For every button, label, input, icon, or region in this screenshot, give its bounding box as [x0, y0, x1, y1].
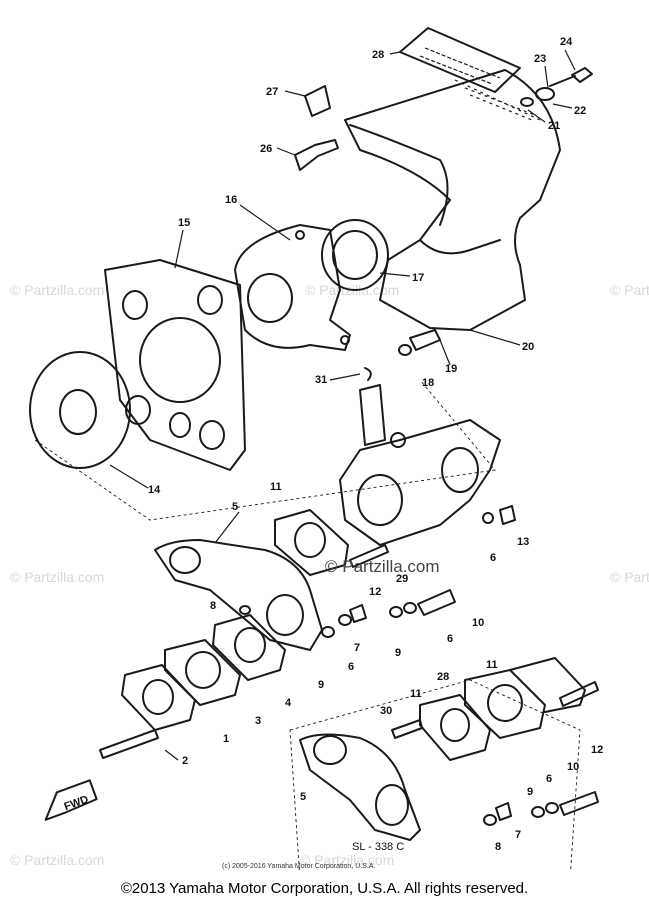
- watermark: © Partzilla.com: [10, 569, 104, 585]
- callout-24: 24: [560, 36, 573, 48]
- callout-30: 30: [380, 705, 392, 717]
- callout-17: 17: [412, 272, 424, 284]
- bracket-part-27: [284, 85, 331, 117]
- callout-31: 31: [315, 374, 327, 386]
- callout-26: 26: [260, 143, 272, 155]
- callout-3: 3: [255, 715, 261, 727]
- callout-21: 21: [548, 120, 560, 132]
- callout-14: 14: [148, 484, 161, 496]
- callout-11: 11: [270, 481, 282, 493]
- gasket-part-1: [121, 664, 196, 731]
- callout-9: 9: [395, 647, 401, 659]
- stud-part-2: [99, 729, 179, 761]
- intake-manifold-part-5: [154, 511, 323, 651]
- callout-22: 22: [574, 105, 586, 117]
- callout-28b: 28: [437, 671, 449, 683]
- callout-6: 6: [490, 552, 496, 564]
- watermark: © Partzilla.com: [610, 282, 649, 298]
- callout-9b: 9: [318, 679, 324, 691]
- center-watermark: © Partzilla.com: [325, 557, 440, 576]
- small-copyright: (c) 2005-2016 Yamaha Motor Corporation, …: [222, 863, 375, 870]
- callout-28: 28: [372, 49, 384, 61]
- callout-11c: 11: [410, 688, 422, 700]
- callout-5b: 5: [300, 791, 306, 803]
- callout-13: 13: [517, 536, 529, 548]
- callout-12: 12: [369, 586, 381, 598]
- callout-18: 18: [422, 377, 434, 389]
- airbox-cover-part-20: [344, 69, 561, 346]
- callout-7: 7: [354, 642, 360, 654]
- fwd-label: FWD: [63, 793, 91, 813]
- callout-6d: 6: [546, 773, 552, 785]
- carburetor-assembly: [329, 367, 501, 546]
- callout-5: 5: [232, 501, 238, 513]
- callout-10: 10: [472, 617, 484, 629]
- callout-9c: 9: [527, 786, 533, 798]
- gasket-part-17: [321, 219, 411, 291]
- callout-6c: 6: [348, 661, 354, 673]
- clip-part-26: [276, 139, 339, 171]
- callout-1: 1: [223, 733, 229, 745]
- decal-label-part-28: [389, 27, 521, 93]
- washers-stack: [239, 589, 456, 638]
- copyright-footer: ©2013 Yamaha Motor Corporation, U.S.A. A…: [120, 880, 529, 897]
- watermark: © Partzilla.com: [10, 282, 104, 298]
- reed-block-part-15: [104, 229, 246, 471]
- callout-20: 20: [522, 341, 534, 353]
- callout-2: 2: [182, 755, 188, 767]
- callout-8b: 8: [495, 841, 501, 853]
- gasket-part-11: [274, 509, 349, 576]
- plate-part-14: [29, 351, 496, 521]
- spacer-part-3: [164, 639, 241, 706]
- callout-8: 8: [210, 600, 216, 612]
- callout-27: 27: [266, 86, 278, 98]
- callout-19: 19: [445, 363, 457, 375]
- callout-layer: 28 24 23 22 21 27 26 16 15 17 20 19 31 1…: [148, 36, 603, 853]
- callout-4: 4: [285, 697, 292, 709]
- gasket-part-4: [212, 614, 286, 681]
- watermark: © Partzilla.com: [610, 569, 649, 585]
- callout-15: 15: [178, 217, 190, 229]
- callout-7b: 7: [515, 829, 521, 841]
- callout-16: 16: [225, 194, 237, 206]
- callout-10b: 10: [567, 761, 579, 773]
- bolt-part-19: [398, 329, 451, 366]
- small-parts-13: [482, 505, 516, 525]
- callout-12b: 12: [591, 744, 603, 756]
- inset-code: SL - 338 C: [352, 841, 404, 853]
- exploded-parts-diagram: © Partzilla.com © Partzilla.com © Partzi…: [10, 27, 649, 870]
- stud-part-29: [349, 544, 389, 568]
- callout-29: 29: [396, 573, 408, 585]
- callout-23: 23: [534, 53, 546, 65]
- intake-plate-part-16: [234, 204, 351, 351]
- forward-direction-arrow: FWD: [44, 779, 98, 821]
- callout-11b: 11: [486, 659, 498, 671]
- watermark: © Partzilla.com: [300, 852, 394, 868]
- watermark: © Partzilla.com: [10, 852, 104, 868]
- inset-alternate-assembly: [289, 657, 599, 870]
- callout-6b: 6: [447, 633, 453, 645]
